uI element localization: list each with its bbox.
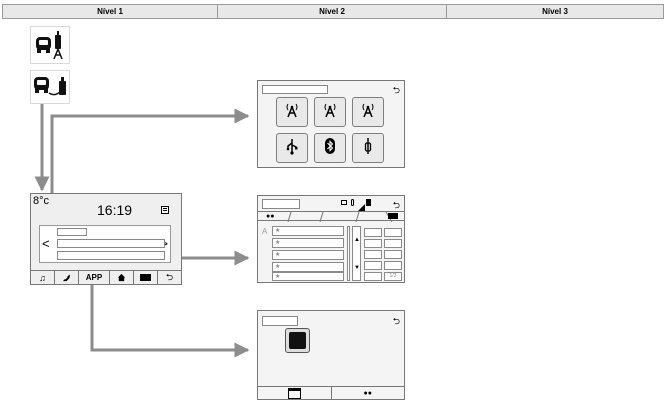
signal-strength-icon	[357, 199, 365, 212]
detail-cell	[384, 228, 402, 237]
detail-cell	[384, 239, 402, 248]
main-menu-bar: ♫ APP ⮌	[31, 270, 181, 284]
favorite-star-icon: ★	[275, 228, 281, 234]
list-item[interactable]: ★	[272, 272, 344, 281]
usb-icon	[283, 137, 301, 160]
battery-icon	[366, 199, 371, 206]
list-item[interactable]: ★	[272, 250, 344, 260]
tab-back[interactable]: ⮌	[158, 271, 181, 284]
screen-title-field	[262, 85, 328, 94]
detail-cell	[364, 250, 382, 259]
source-tile[interactable]	[314, 133, 346, 163]
source-tile[interactable]	[276, 133, 308, 163]
dual-circle-icon: ●●	[266, 213, 275, 220]
bluetooth-status-icon	[351, 199, 354, 206]
phone-tab-strip: ●●	[258, 211, 404, 222]
back-arrow-icon: ⮌	[165, 271, 174, 282]
app-tile[interactable]	[285, 328, 310, 353]
screen-title-field	[262, 199, 300, 209]
tab-messages[interactable]	[326, 212, 354, 221]
tab-calls[interactable]	[294, 212, 318, 221]
list-item[interactable]: ★	[272, 226, 344, 236]
page-indicator[interactable]: 1/3	[384, 272, 402, 281]
arrow-app-to-apps	[90, 285, 250, 358]
message-icon	[341, 200, 347, 205]
level1-home-screen: 8°c 16:19 < > ♫ APP ⮌	[30, 193, 182, 285]
index-letter: A	[262, 227, 268, 236]
back-arrow-icon[interactable]: ⮌	[392, 200, 400, 210]
scroll-track[interactable]	[347, 226, 350, 281]
aux-jack-icon	[359, 137, 377, 160]
list-view-icon	[287, 387, 301, 399]
media-sources-screen: ⮌	[257, 80, 405, 168]
scroll-up-icon[interactable]: ▲	[354, 237, 360, 243]
phone-icon	[62, 274, 71, 282]
source-tile[interactable]	[276, 97, 308, 127]
tab-contacts[interactable]	[388, 213, 398, 219]
dual-circle-icon: ●●	[363, 389, 372, 397]
column-header-level-1: Nível 1	[2, 4, 218, 19]
screen-off-icon	[139, 274, 151, 281]
tab-apps[interactable]: APP	[79, 271, 110, 284]
tab-media[interactable]: ♫	[31, 271, 56, 284]
screen-title-field	[262, 316, 298, 326]
radio-antenna-icon	[321, 101, 339, 124]
apps-bottom-bar: ●●	[258, 386, 404, 399]
app-icon	[289, 332, 306, 349]
source-tile[interactable]	[314, 97, 346, 127]
column-header-level-3: Nível 3	[447, 4, 664, 19]
temperature-readout: 8°c	[33, 195, 50, 207]
tab-home[interactable]	[110, 271, 134, 284]
tab-connectivity[interactable]: ●●	[332, 387, 405, 399]
media-title-field	[57, 228, 87, 236]
source-tile[interactable]	[352, 97, 384, 127]
favorite-star-icon: ★	[275, 240, 281, 246]
tab-app-list[interactable]	[258, 387, 332, 399]
list-item[interactable]: ★	[272, 238, 344, 248]
previous-arrow[interactable]: <	[42, 236, 50, 251]
radio-antenna-icon	[359, 101, 377, 124]
favorite-star-icon: ★	[275, 274, 281, 280]
media-sources-icon[interactable]	[30, 70, 70, 104]
phone-contacts-screen: ⮌ ●● A ★ ★ ★ ★ ★ ▲ ▼ 1/3	[257, 195, 405, 283]
detail-cell	[364, 261, 382, 270]
source-tile[interactable]	[352, 133, 384, 163]
detail-cell	[364, 239, 382, 248]
navigation-sources-icon	[30, 26, 70, 64]
clock-time: 16:19	[97, 202, 133, 218]
detail-cell	[384, 261, 402, 270]
bluetooth-icon	[321, 137, 339, 160]
back-arrow-icon[interactable]: ⮌	[392, 316, 400, 326]
favorite-star-icon: ★	[275, 264, 281, 270]
apps-screen: ⮌ ●●	[257, 310, 405, 400]
detail-cell	[364, 228, 382, 237]
list-item[interactable]: ★	[272, 262, 344, 272]
radio-antenna-icon	[283, 101, 301, 124]
scrollbar[interactable]: ▲ ▼	[352, 226, 361, 281]
favorite-star-icon: ★	[275, 252, 281, 258]
scroll-down-icon[interactable]: ▼	[354, 265, 360, 271]
column-header-level-2: Nível 2	[218, 4, 447, 19]
media-info-field	[57, 251, 165, 260]
home-icon	[117, 273, 126, 282]
tab-screen-off[interactable]	[134, 271, 158, 284]
settings-menu-icon[interactable]	[161, 206, 169, 214]
tab-favorites[interactable]: ●●	[266, 213, 274, 220]
music-note-icon: ♫	[39, 272, 46, 283]
detail-cell	[364, 272, 382, 281]
tab-apps-label: APP	[85, 273, 103, 282]
media-display-area: < >	[39, 225, 171, 263]
back-arrow-icon[interactable]: ⮌	[392, 85, 400, 95]
tab-telephone[interactable]	[55, 271, 80, 284]
media-info-field	[57, 239, 165, 248]
detail-cell	[384, 250, 402, 259]
